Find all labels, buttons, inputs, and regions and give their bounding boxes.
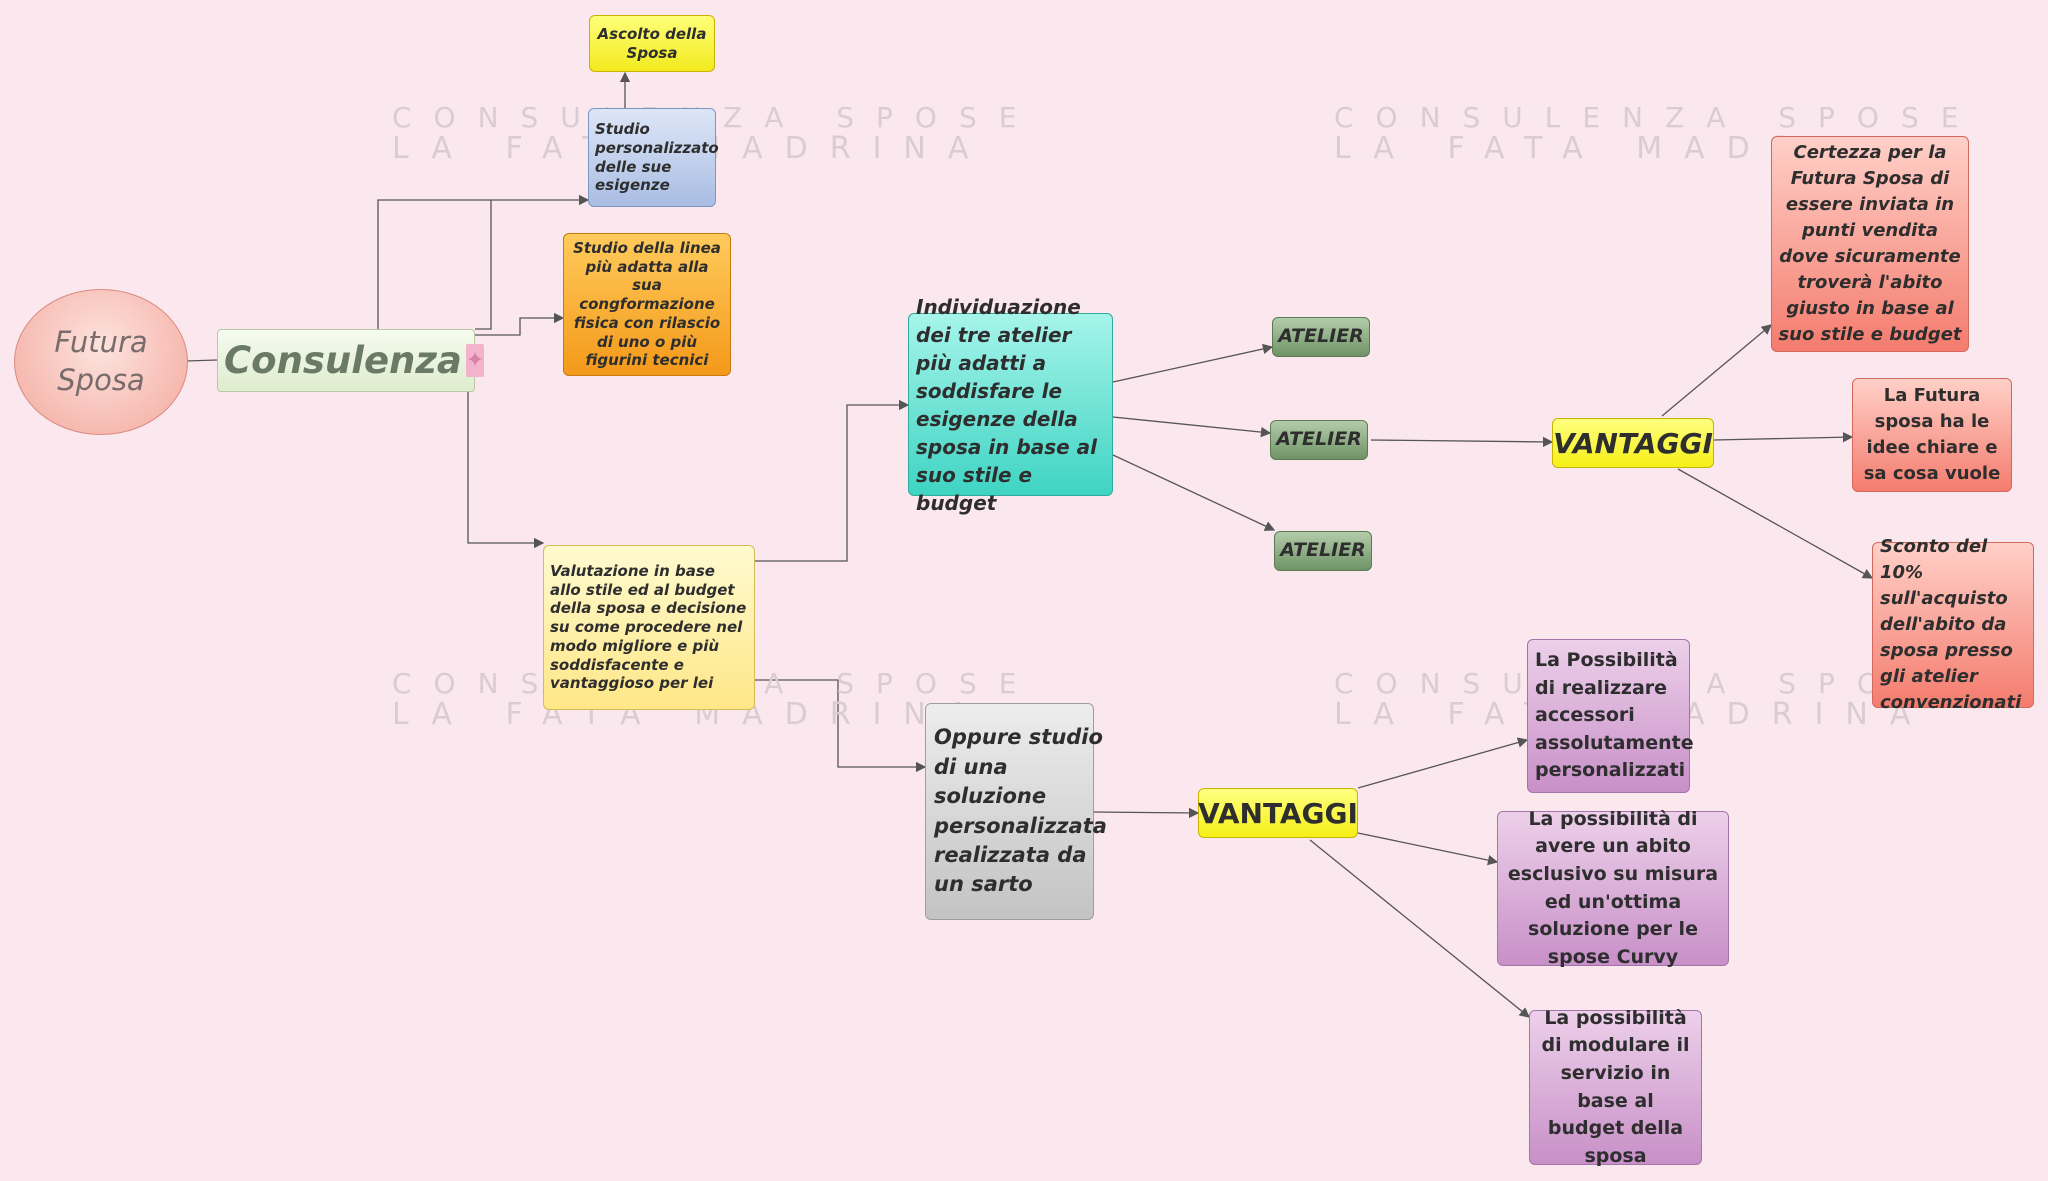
oppure-studio-node[interactable]: Oppure studio di una soluzione personali… [925,703,1107,920]
accessori-label: La Possibilità di realizzare accessori a… [1535,649,1694,782]
atelier-node-1[interactable]: ATELIER [1272,317,1370,357]
vantaggi-2-label: VANTAGGI [1198,796,1358,830]
ascolto-label: Ascolto della Sposa [597,24,707,62]
modulare-node[interactable]: La possibilità di modulare il servizio i… [1529,1007,1702,1167]
sconto-node[interactable]: Sconto del 10% sull'acquisto dell'abito … [1872,536,2034,713]
futura-sposa-node[interactable]: Futura Sposa [14,289,188,435]
vantaggi-1-label: VANTAGGI [1553,426,1713,460]
oppure-studio-label: Oppure studio di una soluzione personali… [934,725,1107,897]
watermark-line1: CONSULENZA SPOSE [1334,101,1981,134]
individuazione-node[interactable]: Individuazione dei tre atelier più adatt… [908,295,1113,515]
atelier-1-label: ATELIER [1278,325,1364,348]
studio-personalizzato-label: Studio personalizzato delle sue esigenze [595,120,719,195]
fairy-icon: ✦ [465,344,485,377]
modulare-label: La possibilità di modulare il servizio i… [1541,1006,1690,1167]
consulenza-node[interactable]: Consulenza ✦ [217,329,485,392]
certezza-label: Certezza per la Futura Sposa di essere i… [1778,141,1962,346]
certezza-node[interactable]: Certezza per la Futura Sposa di essere i… [1771,136,1969,352]
atelier-2-label: ATELIER [1276,428,1362,451]
abito-esclusivo-node[interactable]: La possibilità di avere un abito esclusi… [1497,808,1729,968]
valutazione-node[interactable]: Valutazione in base allo stile ed al bud… [543,545,755,710]
link-consulenza-studio-2 [475,200,492,330]
studio-personalizzato-node[interactable]: Studio personalizzato delle sue esigenze [588,108,719,207]
link-valutazione-individuazione [755,399,910,562]
link-atelier2-vantaggi [1370,436,1554,448]
link-valutazione-oppure [755,679,927,773]
futura-sposa-label: Futura Sposa [54,325,148,397]
link-vantaggi-idee [1713,431,1854,443]
abito-esclusivo-label: La possibilità di avere un abito esclusi… [1507,807,1719,968]
idee-chiare-node[interactable]: La Futura sposa ha le idee chiare e sa c… [1852,378,2012,492]
individuazione-label: Individuazione dei tre atelier più adatt… [916,294,1097,515]
link-ind-atelier2 [1112,416,1272,438]
sconto-label: Sconto del 10% sull'acquisto dell'abito … [1880,535,2022,714]
idee-chiare-label: La Futura sposa ha le idee chiare e sa c… [1863,384,2001,485]
link-ind-atelier3 [1112,454,1276,531]
accessori-node[interactable]: La Possibilità di realizzare accessori a… [1527,639,1694,793]
link-consulenza-valutazione [467,392,545,549]
valutazione-label: Valutazione in base allo stile ed al bud… [550,561,747,693]
link-consulenza-linea [475,312,565,336]
link-vantaggi2-accessori [1357,737,1529,789]
consulenza-label: Consulenza [224,339,462,382]
link-vantaggi-certezza [1661,324,1772,417]
link-consulenza-studio [377,194,590,329]
atelier-node-2[interactable]: ATELIER [1270,420,1368,460]
link-oppure-vantaggi2 [1093,807,1200,819]
ascolto-node[interactable]: Ascolto della Sposa [589,15,715,72]
atelier-3-label: ATELIER [1280,539,1366,562]
link-vantaggi2-abito [1357,832,1499,866]
link-vantaggi-sconto [1677,468,1874,579]
link-ind-atelier1 [1112,343,1274,383]
link-vantaggi2-modulare [1309,839,1531,1018]
studio-linea-node[interactable]: Studio della linea più adatta alla sua c… [563,233,731,376]
link-oval-consulenza [185,359,218,362]
studio-linea-label: Studio della linea più adatta alla sua c… [573,238,721,370]
vantaggi-node-2[interactable]: VANTAGGI [1198,788,1358,838]
vantaggi-node-1[interactable]: VANTAGGI [1552,418,1714,468]
atelier-node-3[interactable]: ATELIER [1274,531,1372,571]
